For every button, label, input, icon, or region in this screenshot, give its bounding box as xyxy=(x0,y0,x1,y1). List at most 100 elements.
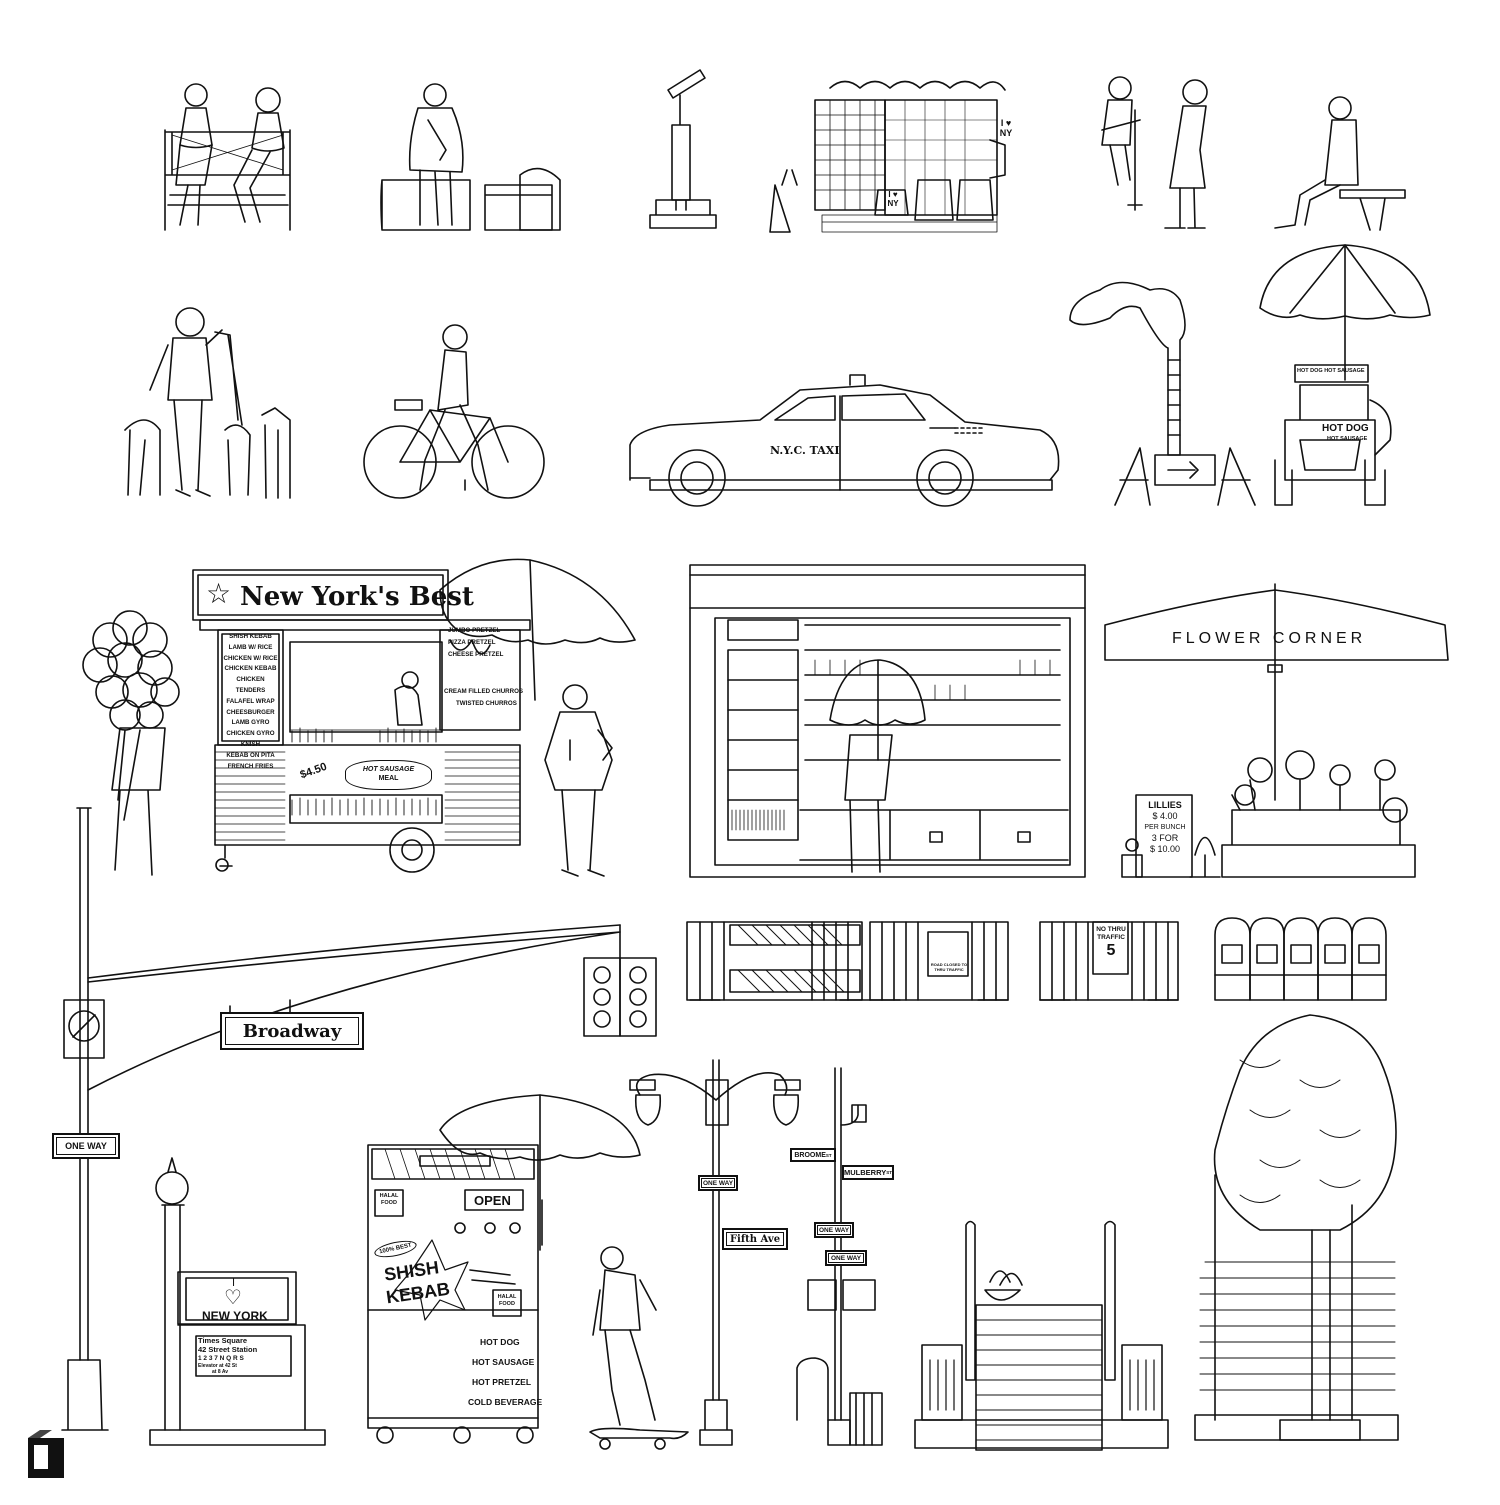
menu-item: SHISH KEBAB xyxy=(229,633,272,640)
food-cart-new-yorks-best xyxy=(192,558,636,873)
station-note: Elevator at 42 St xyxy=(198,1363,237,1369)
menu-item: CHEESE PRETZEL xyxy=(448,651,504,658)
sign-line: 3 FOR xyxy=(1151,833,1179,843)
menu-item: TWISTED CHURROS xyxy=(456,700,517,707)
souvenir-bag: I ♥ NY xyxy=(887,190,899,208)
souvenir-tshirt: I ♥ NY xyxy=(999,118,1013,138)
couple-on-bench xyxy=(164,83,291,231)
broome-st: ST xyxy=(825,1152,832,1158)
halal-line: HALAL xyxy=(497,1294,517,1300)
subway-sign-i: I xyxy=(232,1277,236,1289)
menu-item: LAMB W/ RICE xyxy=(228,643,273,651)
sausage-title: HOT SAUSAGE xyxy=(362,766,415,773)
one-way-label: ONE WAY xyxy=(56,1137,116,1155)
taxi-label: N.Y.C. TAXI xyxy=(770,444,840,457)
menu-item: KEBAB ON PITA xyxy=(226,751,275,759)
traffic-barrier-no-thru xyxy=(1039,921,1179,1001)
one-way-label: ONE WAY xyxy=(701,1178,735,1188)
hotdog-cart-umbrella xyxy=(1259,244,1431,506)
dog-walker xyxy=(124,307,291,499)
pretzel-menu: JUMBO PRETZEL PIZZA PRETZEL CHEESE PRETZ… xyxy=(448,625,518,661)
heart-icon: ♡ xyxy=(224,1287,242,1309)
subway-lines: 1 2 3 7 N Q R S xyxy=(198,1355,244,1362)
traffic-barrier-road-closed xyxy=(869,921,1009,1001)
one-way-label: ONE WAY xyxy=(828,1253,864,1263)
one-way-sign: ONE WAY xyxy=(52,1133,120,1159)
broadway-label: Broadway xyxy=(225,1017,359,1045)
subway-entrance xyxy=(149,1157,326,1446)
newspaper-boxes xyxy=(1214,917,1387,1001)
tree-with-steps xyxy=(1194,1014,1399,1441)
double-lamp-post xyxy=(629,1059,801,1446)
cart1-banner: New York's Best xyxy=(240,582,474,612)
brand-logo xyxy=(28,1430,64,1478)
menu-item: LAMB GYRO xyxy=(231,719,270,727)
traffic-barrier-striped xyxy=(686,921,871,1001)
halal-line: FOOD xyxy=(499,1301,515,1307)
stair-entrance-planter xyxy=(914,1220,1169,1451)
hotdog-cart-top: HOT DOG HOT SAUSAGE xyxy=(1297,368,1365,374)
menu-item: CHEESBURGER xyxy=(226,708,275,716)
mulberry-label: MULBERRY xyxy=(844,1168,887,1177)
flower-umbrella-text: FLOWER CORNER xyxy=(1172,630,1367,647)
station-line: 42 Street Station xyxy=(198,1345,258,1354)
hotdog-cart-sub: HOT SAUSAGE xyxy=(1327,436,1368,442)
corner-signpost xyxy=(796,1067,883,1446)
skateboarder xyxy=(589,1246,689,1450)
kebab-cart xyxy=(367,1094,641,1444)
item-line: HOT DOG xyxy=(480,1337,520,1347)
subway-sign-ny: NEW YORK xyxy=(202,1309,268,1323)
menu-item: KNISH xyxy=(240,740,261,748)
streetlight-pole xyxy=(61,807,657,1431)
station-line: Times Square xyxy=(198,1336,248,1345)
churros-menu: CREAM FILLED CHURROS TWISTED CHURROS xyxy=(444,686,524,710)
menu-item: CHICKEN GYRO xyxy=(226,730,275,738)
fifth-ave-label: Fifth Ave xyxy=(726,1232,784,1246)
menu-item: CHICKEN TENDERS xyxy=(235,676,266,694)
sign-line: NO THRU xyxy=(1096,926,1126,933)
mulberry-st: ST xyxy=(886,1170,892,1175)
sign-line: LILLIES xyxy=(1148,800,1182,810)
item-line: HOT PRETZEL xyxy=(472,1377,532,1387)
menu-item: CHICKEN KEBAB xyxy=(224,665,277,673)
station-note: at 8 Av xyxy=(212,1369,229,1375)
subway-station: Times Square 42 Street Station 1 2 3 7 N… xyxy=(198,1336,257,1375)
cart1-menu: SHISH KEBAB LAMB W/ RICE CHICKEN W/ RICE… xyxy=(222,632,279,772)
sign-line: $ 10.00 xyxy=(1149,844,1181,854)
sausage-sub: MEAL xyxy=(378,775,399,782)
one-way-label: ONE WAY xyxy=(817,1225,851,1235)
nyc-taxi xyxy=(629,374,1060,507)
sign-line: $ 4.00 xyxy=(1152,811,1178,821)
binocular-viewer xyxy=(649,69,717,229)
fifth-ave-sign: Fifth Ave xyxy=(722,1228,788,1250)
menu-item: CHICKEN W/ RICE xyxy=(223,654,278,662)
sausage-sign: HOT SAUSAGE MEAL xyxy=(345,760,432,790)
cyclist xyxy=(363,324,545,499)
menu-item: JUMBO PRETZEL xyxy=(448,627,501,634)
balloon-person xyxy=(82,610,180,876)
halal-badge: HALAL FOOD xyxy=(376,1193,402,1207)
menu-item: FRENCH FRIES xyxy=(227,762,274,770)
newsstand-kiosk xyxy=(689,564,1086,878)
broadway-street-sign: Broadway xyxy=(220,1012,364,1050)
menu-item: FALAFEL WRAP xyxy=(226,697,275,705)
menu-item: CREAM FILLED CHURROS xyxy=(444,688,524,695)
steam-pipe xyxy=(1069,281,1256,506)
menu-item: PIZZA PRETZEL xyxy=(448,639,496,646)
item-line: HOT SAUSAGE xyxy=(472,1357,535,1367)
one-way-sign-b: ONE WAY xyxy=(825,1250,867,1266)
man-on-bench xyxy=(1274,96,1406,231)
flower-stand xyxy=(1104,583,1449,878)
road-closed-sign-text: ROAD CLOSED TO THRU TRAFFIC xyxy=(930,962,968,972)
lamp-one-way-sign: ONE WAY xyxy=(698,1175,738,1191)
open-sign: OPEN xyxy=(474,1193,511,1208)
flower-price-sign: LILLIES $ 4.00 PER BUNCH 3 FOR $ 10.00 xyxy=(1138,800,1192,855)
seated-saxophonist xyxy=(380,83,561,231)
sign-line: TRAFFIC xyxy=(1097,934,1125,941)
hotdog-cart-title: HOT DOG xyxy=(1322,423,1369,434)
businessman xyxy=(544,684,613,877)
pogo-kids xyxy=(1101,76,1208,229)
one-way-sign-a: ONE WAY xyxy=(814,1222,854,1238)
halal-line: FOOD xyxy=(381,1200,397,1206)
